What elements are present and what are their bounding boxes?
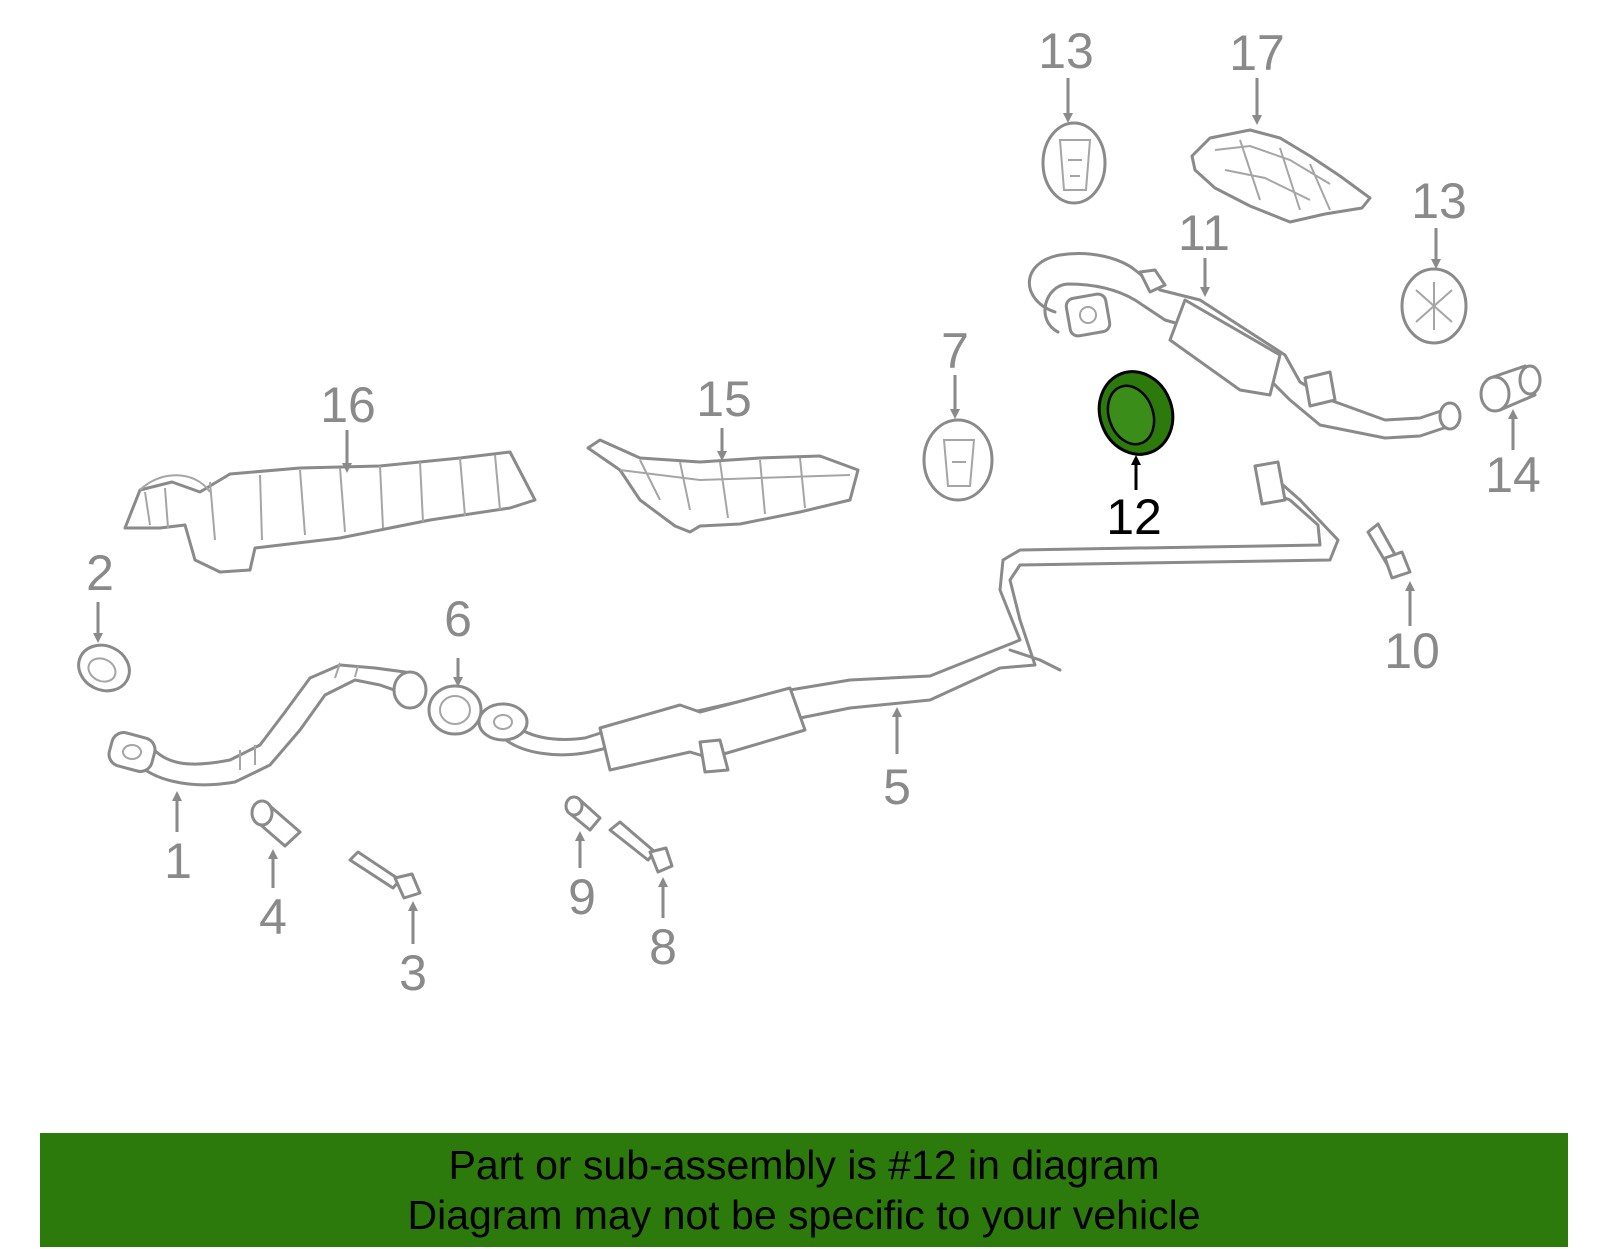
callout-16[interactable]: 16 bbox=[320, 377, 376, 433]
part-14-sleeve[interactable] bbox=[1479, 364, 1542, 413]
part-9-stud[interactable] bbox=[564, 795, 602, 832]
callout-4[interactable]: 4 bbox=[259, 889, 287, 945]
callout-15[interactable]: 15 bbox=[696, 371, 752, 427]
part-12-gasket-highlighted[interactable] bbox=[1088, 361, 1184, 465]
part-1-front-pipe[interactable] bbox=[106, 662, 428, 787]
banner-line-disclaimer: Diagram may not be specific to your vehi… bbox=[407, 1192, 1201, 1238]
callout-2[interactable]: 2 bbox=[86, 545, 114, 601]
callout-8[interactable]: 8 bbox=[649, 919, 677, 975]
callout-9[interactable]: 9 bbox=[568, 869, 596, 925]
part-7-hanger[interactable] bbox=[922, 418, 994, 502]
callout-11[interactable]: 11 bbox=[1178, 205, 1230, 261]
part-8-bolt[interactable] bbox=[608, 820, 674, 874]
callout-5[interactable]: 5 bbox=[883, 759, 911, 815]
callout-10[interactable]: 10 bbox=[1384, 623, 1440, 679]
part-15-heat-shield[interactable] bbox=[586, 438, 860, 534]
callout-13-right[interactable]: 13 bbox=[1411, 173, 1467, 229]
part-10-bolt[interactable] bbox=[1366, 522, 1412, 580]
part-5-center-pipe[interactable] bbox=[477, 460, 1340, 774]
part-6-gasket[interactable] bbox=[427, 684, 483, 736]
callout-1[interactable]: 1 bbox=[164, 833, 192, 889]
part-13-hanger-right[interactable] bbox=[1400, 267, 1468, 345]
part-16-heat-shield[interactable] bbox=[123, 450, 537, 574]
callout-3[interactable]: 3 bbox=[399, 945, 427, 1001]
callout-12[interactable]: 12 bbox=[1106, 489, 1162, 545]
banner-line-part-number: Part or sub-assembly is #12 in diagram bbox=[448, 1142, 1160, 1188]
callout-13-top[interactable]: 13 bbox=[1038, 23, 1094, 79]
part-3-bolt[interactable] bbox=[348, 850, 422, 900]
part-11-tailpipe-muffler[interactable] bbox=[1027, 251, 1462, 440]
part-4-sleeve[interactable] bbox=[250, 799, 302, 848]
part-2-grommet[interactable] bbox=[71, 637, 137, 699]
callout-14[interactable]: 14 bbox=[1485, 447, 1541, 503]
part-13-hanger-top[interactable] bbox=[1041, 121, 1107, 205]
callout-7[interactable]: 7 bbox=[941, 323, 969, 379]
callout-6[interactable]: 6 bbox=[444, 591, 472, 647]
part-17-heat-shield[interactable] bbox=[1190, 128, 1372, 224]
info-banner: Part or sub-assembly is #12 in diagram D… bbox=[40, 1133, 1568, 1247]
callout-17[interactable]: 17 bbox=[1229, 25, 1285, 81]
